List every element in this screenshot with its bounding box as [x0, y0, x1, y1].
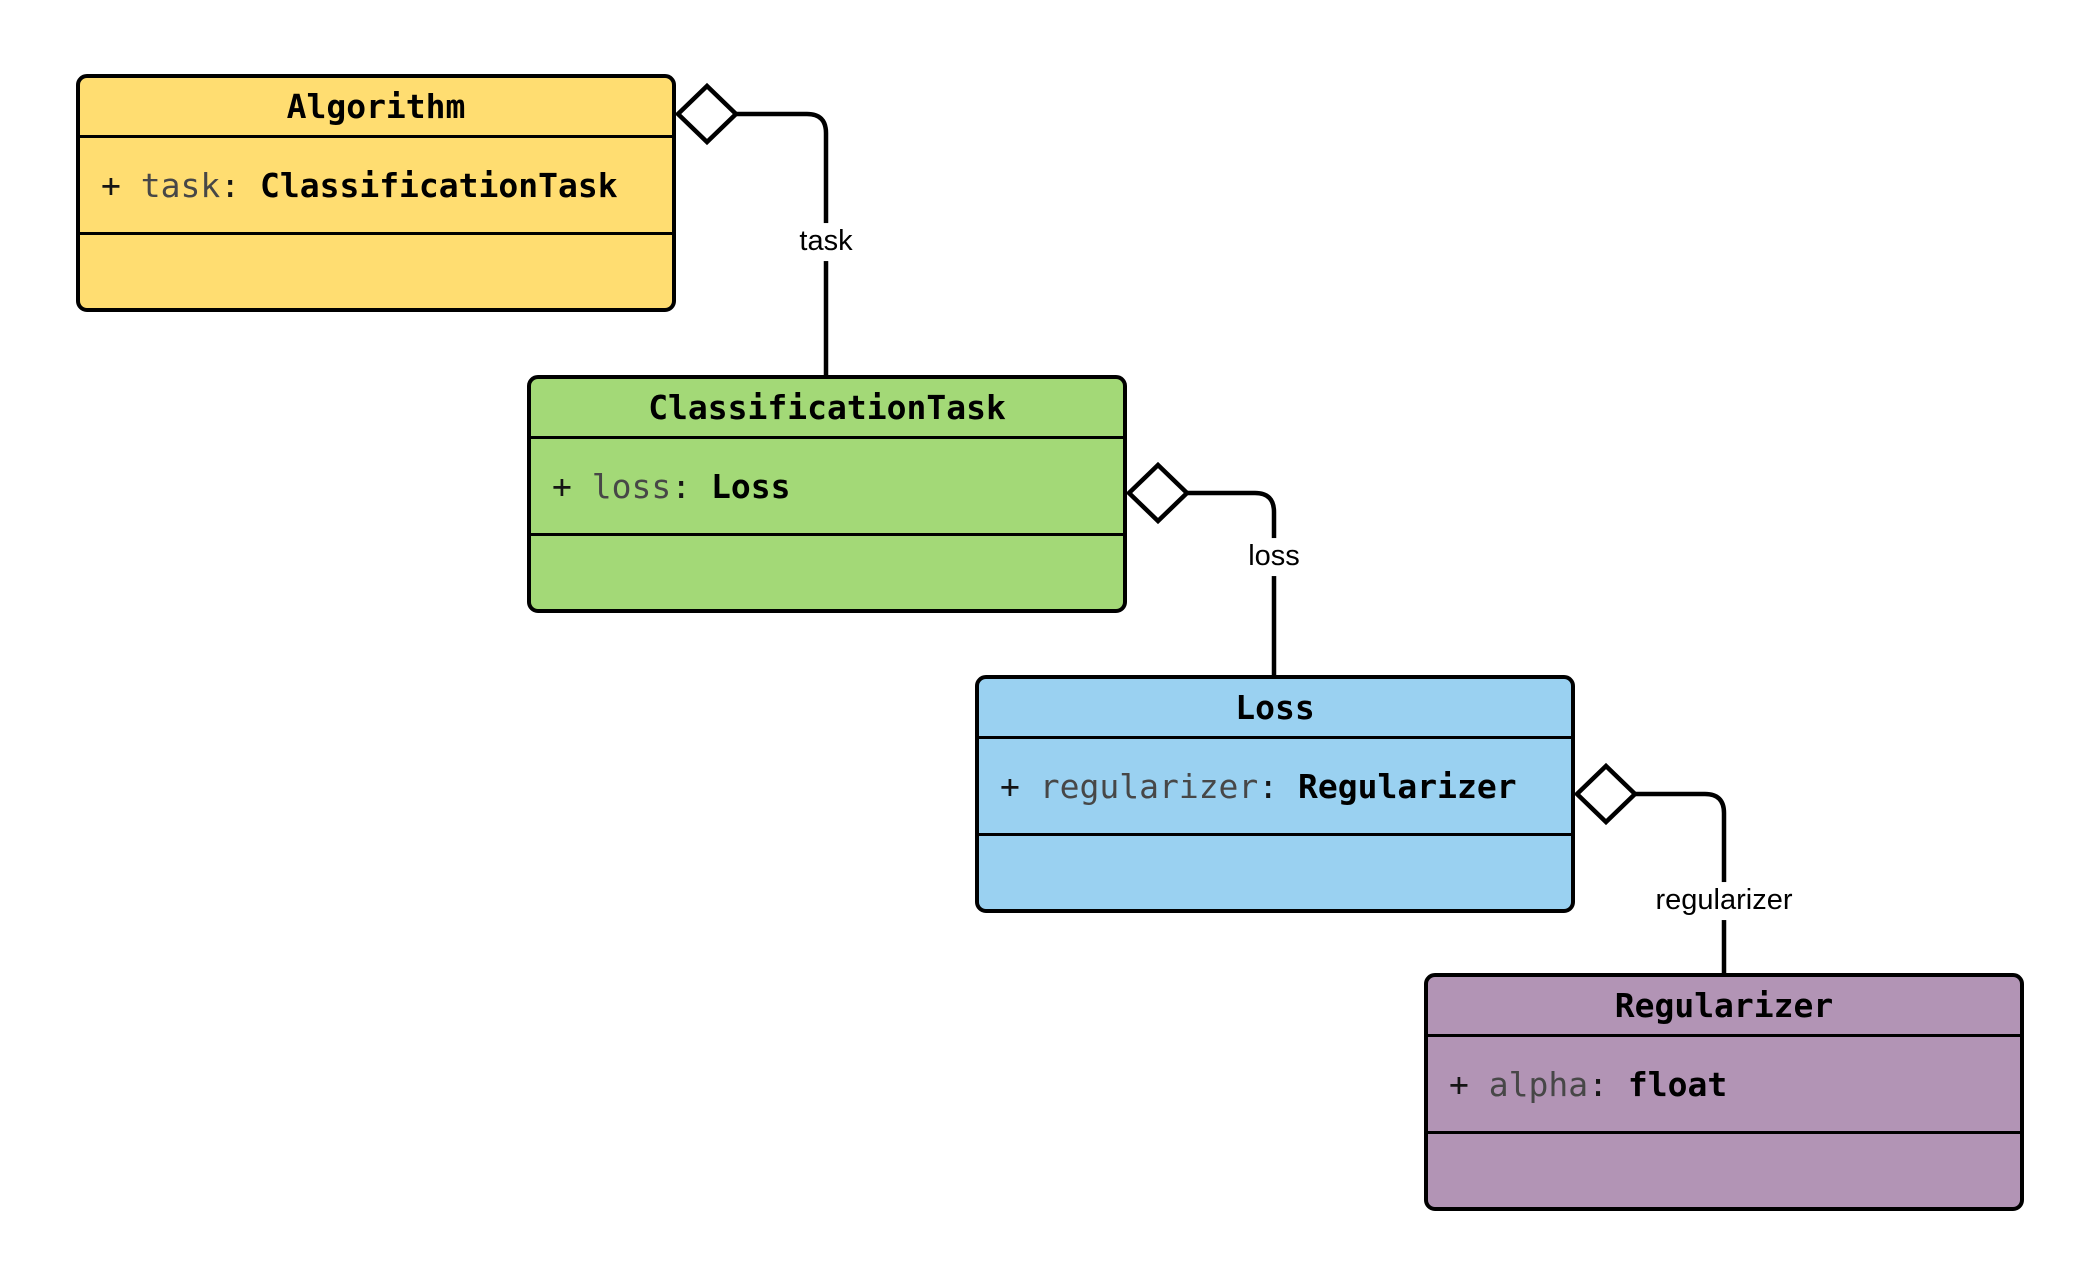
- class-title: Algorithm: [80, 78, 672, 138]
- class-box-classificationtask: ClassificationTask + loss: Loss: [527, 375, 1127, 613]
- attribute-type: Loss: [710, 466, 791, 506]
- aggregation-line-regularizer: [1635, 791, 1727, 973]
- class-methods-compartment-empty: [80, 235, 672, 308]
- attribute-separator: :: [671, 466, 711, 506]
- attribute-visibility: +: [1449, 1064, 1489, 1104]
- attribute-name: alpha: [1488, 1064, 1589, 1104]
- attribute-visibility: +: [552, 466, 592, 506]
- class-attribute-row: + regularizer: Regularizer: [979, 739, 1571, 836]
- class-attribute-row: + task: ClassificationTask: [80, 138, 672, 235]
- class-attribute-row: + loss: Loss: [531, 439, 1123, 536]
- class-title: ClassificationTask: [531, 379, 1123, 439]
- relation-label-regularizer: regularizer: [1645, 882, 1803, 920]
- class-methods-compartment-empty: [531, 536, 1123, 609]
- attribute-separator: :: [1588, 1064, 1628, 1104]
- aggregation-line-loss: [1187, 490, 1277, 675]
- attribute-name: task: [140, 165, 221, 205]
- attribute-type: Regularizer: [1298, 766, 1517, 806]
- class-title: Regularizer: [1428, 977, 2020, 1037]
- relation-label-task: task: [789, 223, 863, 261]
- class-box-regularizer: Regularizer + alpha: float: [1424, 973, 2024, 1211]
- attribute-separator: :: [220, 165, 260, 205]
- class-methods-compartment-empty: [979, 836, 1571, 909]
- aggregation-diamond-icon-regularizer: [1573, 762, 1639, 826]
- relation-label-loss: loss: [1238, 538, 1310, 576]
- class-title: Loss: [979, 679, 1571, 739]
- class-box-loss: Loss + regularizer: Regularizer: [975, 675, 1575, 913]
- attribute-visibility: +: [101, 165, 141, 205]
- attribute-name: loss: [591, 466, 672, 506]
- aggregation-diamond-icon-task: [674, 82, 740, 146]
- attribute-type: float: [1627, 1064, 1728, 1104]
- class-methods-compartment-empty: [1428, 1134, 2020, 1207]
- aggregation-line-task: [736, 111, 829, 375]
- class-attribute-row: + alpha: float: [1428, 1037, 2020, 1134]
- class-box-algorithm: Algorithm + task: ClassificationTask: [76, 74, 676, 312]
- attribute-separator: :: [1258, 766, 1299, 806]
- aggregation-diamond-icon-loss: [1125, 461, 1191, 525]
- attribute-type: ClassificationTask: [259, 165, 618, 205]
- attribute-visibility: +: [1000, 766, 1040, 806]
- attribute-name: regularizer: [1039, 766, 1259, 806]
